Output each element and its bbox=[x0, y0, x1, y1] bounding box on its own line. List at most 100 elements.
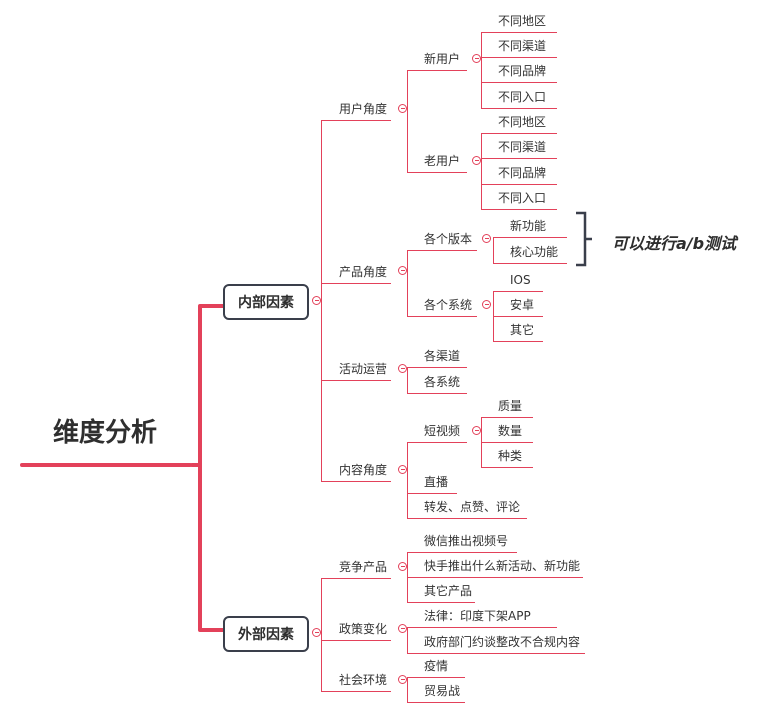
node-user-angle[interactable]: 用户角度 bbox=[339, 102, 388, 116]
underline bbox=[407, 250, 477, 251]
node-policy[interactable]: 政策变化 bbox=[339, 622, 388, 636]
node-short-video[interactable]: 短视频 bbox=[424, 424, 461, 438]
policy-collapse-icon[interactable] bbox=[398, 624, 407, 633]
underline bbox=[493, 237, 567, 238]
underline bbox=[481, 158, 557, 159]
leaf-item[interactable]: 法律：印度下架APP bbox=[424, 609, 531, 623]
leaf-item[interactable]: 转发、点赞、评论 bbox=[424, 500, 521, 514]
underline bbox=[407, 702, 465, 703]
leaf-item[interactable]: 其它产品 bbox=[424, 584, 473, 598]
underline bbox=[407, 552, 517, 553]
ab-test-note[interactable]: 可以进行a/b测试 bbox=[612, 234, 737, 253]
underline bbox=[481, 57, 557, 58]
underline bbox=[481, 417, 533, 418]
product-angle-collapse-icon[interactable] bbox=[398, 266, 407, 275]
leaf-item[interactable]: 不同地区 bbox=[498, 14, 547, 28]
underline bbox=[407, 316, 477, 317]
competitors-collapse-icon[interactable] bbox=[398, 562, 407, 571]
leaf-item[interactable]: 数量 bbox=[498, 424, 523, 438]
node-new-user[interactable]: 新用户 bbox=[424, 52, 461, 66]
underline bbox=[407, 367, 467, 368]
leaf-item[interactable]: 不同品牌 bbox=[498, 64, 547, 78]
underline bbox=[481, 82, 557, 83]
node-content-angle[interactable]: 内容角度 bbox=[339, 463, 388, 477]
underline bbox=[481, 442, 533, 443]
internal-spine bbox=[321, 120, 322, 482]
underline bbox=[407, 493, 457, 494]
user-angle-collapse-icon[interactable] bbox=[398, 104, 407, 113]
leaf-item[interactable]: 各渠道 bbox=[424, 349, 461, 363]
connector bbox=[407, 627, 408, 653]
underline bbox=[493, 341, 543, 342]
connector bbox=[481, 32, 482, 108]
leaf-item[interactable]: 不同入口 bbox=[498, 191, 547, 205]
leaf-item[interactable]: 其它 bbox=[510, 323, 535, 337]
leaf-item[interactable]: 贸易战 bbox=[424, 684, 461, 698]
leaf-item[interactable]: 不同渠道 bbox=[498, 140, 547, 154]
node-operations[interactable]: 活动运营 bbox=[339, 362, 388, 376]
underline bbox=[481, 209, 557, 210]
underline bbox=[407, 393, 467, 394]
underline bbox=[321, 640, 391, 641]
leaf-item[interactable]: 不同渠道 bbox=[498, 39, 547, 53]
underline bbox=[493, 291, 543, 292]
connector bbox=[407, 70, 408, 173]
underline bbox=[321, 691, 391, 692]
connector bbox=[481, 133, 482, 209]
underline bbox=[407, 70, 467, 71]
old-user-collapse-icon[interactable] bbox=[472, 156, 481, 165]
operations-collapse-icon[interactable] bbox=[398, 364, 407, 373]
social-collapse-icon[interactable] bbox=[398, 675, 407, 684]
leaf-item[interactable]: 不同地区 bbox=[498, 115, 547, 129]
underline bbox=[407, 442, 467, 443]
underline bbox=[407, 677, 465, 678]
underline bbox=[481, 133, 557, 134]
underline bbox=[407, 577, 583, 578]
underline bbox=[407, 172, 467, 173]
leaf-item[interactable]: 政府部门约谈整改不合规内容 bbox=[424, 635, 581, 649]
external-collapse-icon[interactable] bbox=[312, 628, 321, 637]
node-systems[interactable]: 各个系统 bbox=[424, 298, 473, 312]
node-social[interactable]: 社会环境 bbox=[339, 673, 388, 687]
leaf-item[interactable]: 质量 bbox=[498, 399, 523, 413]
underline bbox=[407, 627, 557, 628]
node-product-angle[interactable]: 产品角度 bbox=[339, 265, 388, 279]
leaf-item[interactable]: 不同品牌 bbox=[498, 166, 547, 180]
leaf-item[interactable]: 直播 bbox=[424, 475, 449, 489]
underline bbox=[493, 263, 567, 264]
leaf-item[interactable]: IOS bbox=[510, 273, 531, 287]
underline bbox=[321, 120, 391, 121]
internal-factors-box[interactable]: 内部因素 bbox=[223, 284, 309, 320]
underline bbox=[481, 108, 557, 109]
node-old-user[interactable]: 老用户 bbox=[424, 154, 461, 168]
leaf-item[interactable]: 快手推出什么新活动、新功能 bbox=[424, 559, 581, 573]
leaf-item[interactable]: 疫情 bbox=[424, 659, 449, 673]
connector bbox=[407, 250, 408, 316]
underline bbox=[407, 653, 585, 654]
connector bbox=[493, 237, 494, 263]
external-spine bbox=[321, 578, 322, 691]
node-versions[interactable]: 各个版本 bbox=[424, 232, 473, 246]
versions-collapse-icon[interactable] bbox=[482, 234, 491, 243]
connector bbox=[407, 677, 408, 703]
new-user-collapse-icon[interactable] bbox=[472, 54, 481, 63]
node-competitors[interactable]: 竞争产品 bbox=[339, 560, 388, 574]
short-video-collapse-icon[interactable] bbox=[472, 426, 481, 435]
root-topic[interactable]: 维度分析 bbox=[52, 418, 157, 448]
leaf-item[interactable]: 不同入口 bbox=[498, 90, 547, 104]
root-underline bbox=[20, 463, 192, 467]
content-angle-collapse-icon[interactable] bbox=[398, 465, 407, 474]
leaf-item[interactable]: 安卓 bbox=[510, 298, 535, 312]
connector bbox=[407, 442, 408, 518]
underline bbox=[321, 578, 391, 579]
leaf-item[interactable]: 种类 bbox=[498, 449, 523, 463]
systems-collapse-icon[interactable] bbox=[482, 300, 491, 309]
internal-collapse-icon[interactable] bbox=[312, 296, 321, 305]
external-factors-box[interactable]: 外部因素 bbox=[223, 616, 309, 652]
underline bbox=[481, 467, 533, 468]
leaf-item[interactable]: 各系统 bbox=[424, 375, 461, 389]
leaf-item[interactable]: 微信推出视频号 bbox=[424, 534, 509, 548]
leaf-item[interactable]: 核心功能 bbox=[510, 245, 559, 259]
leaf-item[interactable]: 新功能 bbox=[510, 219, 547, 233]
